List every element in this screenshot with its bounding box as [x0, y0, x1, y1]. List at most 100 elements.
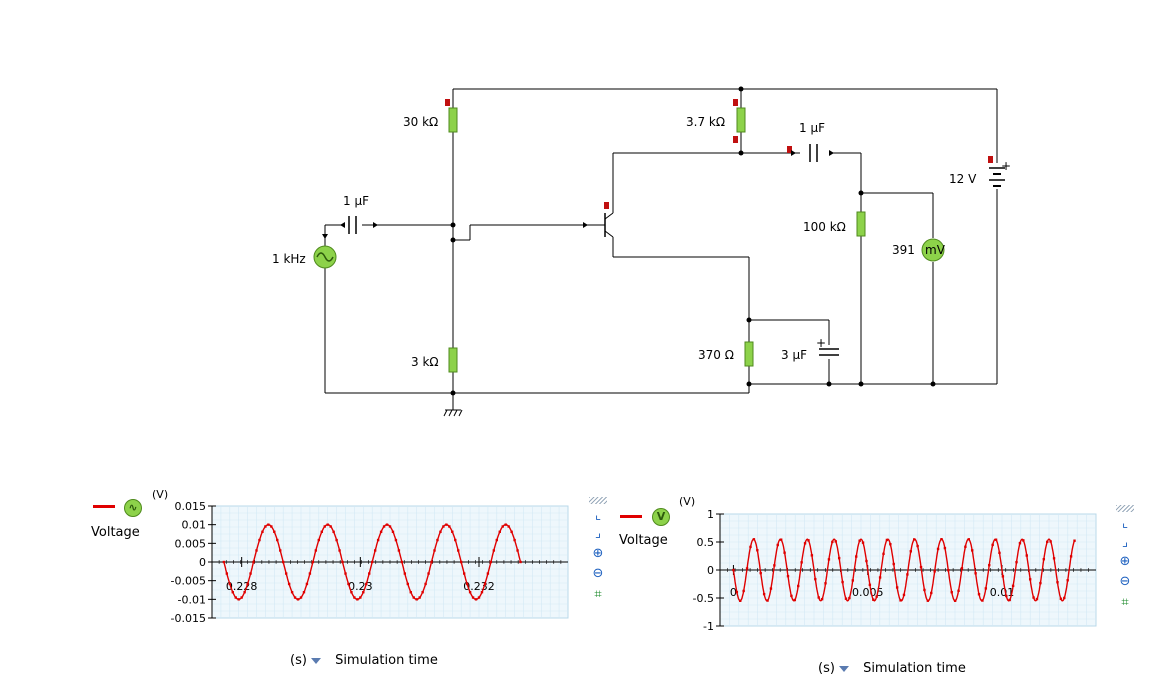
sine-source-icon: ∿ [124, 499, 142, 517]
series-point [442, 525, 445, 528]
resistor-30k[interactable] [448, 107, 458, 133]
x-tick-label: 0.232 [463, 580, 495, 593]
series-point [323, 525, 326, 528]
voltmeter-icon-legend: V [652, 508, 670, 526]
series-point [454, 538, 457, 542]
zoom-in-icon[interactable]: ⊕ [592, 546, 604, 561]
zoom-fit-x-icon-right[interactable]: ⌞ [1121, 516, 1129, 531]
resistor-100k[interactable] [856, 211, 866, 237]
x-axis-label-right: (s) Simulation time [818, 661, 966, 676]
series-point [326, 523, 329, 526]
zoom-fit-y-icon-right[interactable]: ⌟ [1121, 535, 1129, 550]
series-point [967, 538, 970, 541]
series-point [844, 597, 848, 600]
series-point [998, 551, 1001, 555]
series-point [1063, 596, 1066, 600]
resistor-3k7[interactable] [736, 107, 746, 133]
series-point [385, 523, 389, 526]
series-point [906, 573, 909, 576]
series-point [1005, 594, 1008, 598]
series-point [1042, 558, 1046, 561]
series-point [885, 538, 889, 542]
series-point [1022, 539, 1025, 542]
series-point [1001, 575, 1005, 578]
series-point [1032, 596, 1035, 599]
voltmeter-icon[interactable] [921, 238, 945, 262]
crop-icon[interactable]: ⌗ [594, 587, 602, 602]
series-point [338, 549, 341, 552]
y-tick-label: 1 [707, 508, 714, 521]
series-point [1015, 560, 1018, 564]
series-point [388, 525, 392, 528]
battery[interactable] [989, 167, 1005, 187]
series-point [919, 565, 923, 569]
series-point [465, 582, 469, 586]
series-point [477, 596, 481, 599]
y-tick-label: -0.01 [178, 593, 206, 606]
series-point [222, 560, 226, 564]
zoom-fit-x-icon[interactable]: ⌞ [594, 508, 602, 523]
series-point [899, 599, 902, 602]
series-point [243, 591, 246, 594]
series-point [501, 525, 504, 528]
series-point [994, 538, 998, 541]
x-axis-dropdown-icon-left[interactable] [310, 657, 321, 664]
y-tick-label: 0.01 [182, 519, 207, 532]
series-point [279, 549, 282, 552]
resistor-3k[interactable] [448, 347, 458, 373]
zoom-fit-y-icon[interactable]: ⌟ [594, 526, 602, 541]
x-axis-dropdown-icon-right[interactable] [838, 665, 849, 672]
series-point [1046, 540, 1049, 544]
series-point [513, 538, 516, 542]
series-point [267, 523, 270, 526]
series-point [977, 593, 981, 596]
series-point [793, 598, 797, 602]
series-point [1011, 584, 1015, 588]
crop-icon-right[interactable]: ⌗ [1121, 595, 1129, 610]
series-point [865, 559, 868, 563]
series-point [246, 582, 249, 586]
coupling-capacitor-in[interactable] [348, 216, 357, 234]
series-point [270, 525, 273, 528]
series-point [797, 584, 800, 588]
emitter-capacitor[interactable] [819, 348, 839, 356]
zoom-out-icon[interactable]: ⊖ [592, 566, 604, 581]
series-point [817, 596, 820, 599]
y-tick-label: -0.015 [171, 612, 206, 625]
zoom-in-icon-right[interactable]: ⊕ [1119, 554, 1131, 569]
series-point [1052, 557, 1056, 560]
series-point [950, 590, 953, 594]
series-point [851, 579, 855, 582]
series-point [293, 596, 297, 599]
series-point [483, 582, 487, 586]
series-point [492, 549, 496, 552]
series-point [471, 596, 475, 599]
series-point [861, 541, 865, 544]
series-point [460, 560, 463, 564]
series-point [981, 599, 984, 602]
x-axis-label-left: (s) Simulation time [290, 653, 438, 668]
series-point [231, 591, 234, 594]
series-point [820, 597, 824, 601]
series-point [991, 543, 994, 547]
series-point [486, 572, 490, 575]
series-point [451, 530, 454, 533]
coupling-capacitor-out[interactable] [809, 144, 818, 162]
series-point [807, 539, 810, 542]
series-point [335, 538, 338, 542]
series-point [240, 596, 243, 599]
zoom-out-icon-right[interactable]: ⊖ [1119, 574, 1131, 589]
x-label-right: Simulation time [863, 661, 966, 676]
series-point [923, 588, 926, 592]
label-r-bottom-bias: 3 kΩ [411, 355, 439, 369]
resistor-370[interactable] [744, 341, 754, 367]
series-point [290, 591, 294, 594]
series-point [412, 596, 415, 599]
ac-source-icon[interactable] [313, 245, 337, 269]
series-point [445, 523, 448, 526]
series-point [892, 562, 895, 566]
graph-toolbar-grip-left[interactable] [589, 497, 607, 504]
graph-toolbar-grip-right[interactable] [1116, 505, 1134, 512]
